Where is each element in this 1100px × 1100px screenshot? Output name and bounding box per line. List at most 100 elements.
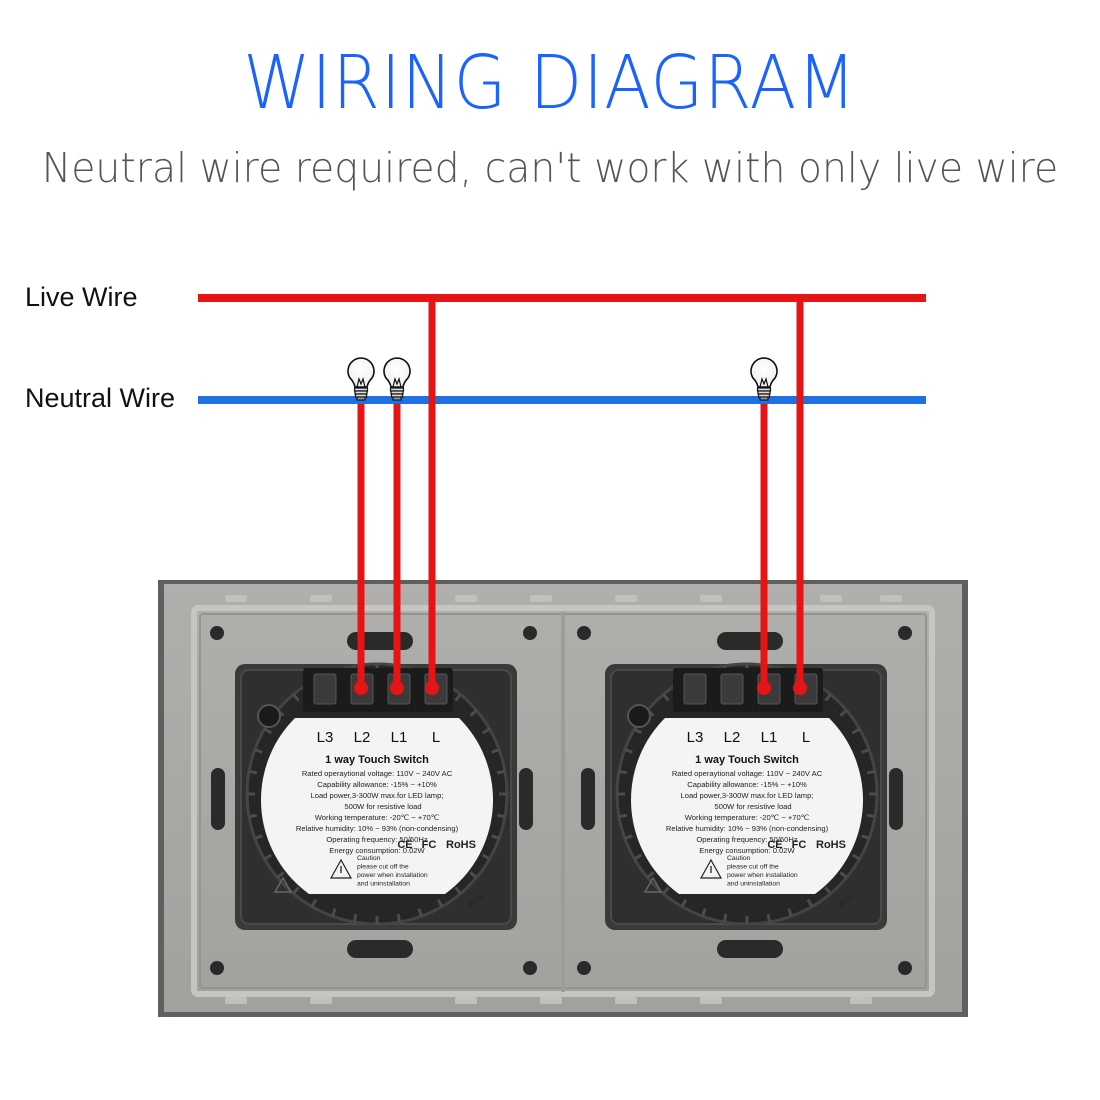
disc-tick <box>662 886 670 895</box>
spec-line: Rated operaytional voltage: 110V ~ 240V … <box>672 769 823 778</box>
disc-tick <box>263 853 273 861</box>
mounting-slot <box>211 768 225 830</box>
frame-notch <box>455 595 477 602</box>
disc-tick <box>851 853 861 861</box>
disc-tick <box>824 693 832 702</box>
disc-tick <box>469 871 478 879</box>
caution-line: and uninstallation <box>357 881 410 888</box>
diagram-title: WIRING DIAGRAM <box>243 40 857 126</box>
disc-tick <box>861 748 870 754</box>
disc-tick <box>766 913 772 923</box>
frame-notch <box>615 997 637 1004</box>
module-heading: 1 way Touch Switch <box>695 754 799 766</box>
frame-notches <box>225 595 902 1004</box>
wire-left-l-tip <box>425 681 439 695</box>
disc-screw <box>257 704 281 728</box>
spec-line: 500W for resistive load <box>344 802 421 811</box>
spec-line: Rated operaytional voltage: 110V ~ 240V … <box>302 769 453 778</box>
mounting-slot <box>581 768 595 830</box>
cert-mark-rohs: RoHS <box>816 839 846 851</box>
spec-line: Capability allowance: -15% ~ +10% <box>687 780 807 789</box>
mounting-slot <box>347 632 413 650</box>
mounting-hole <box>523 961 537 975</box>
disc-tick <box>454 886 462 895</box>
disc-tick <box>624 748 633 754</box>
frame-notch <box>455 997 477 1004</box>
disc-tick <box>680 898 688 908</box>
terminal-socket <box>683 673 707 705</box>
disc-tick <box>491 748 500 754</box>
disc-tick <box>662 693 670 702</box>
spec-line: Working temperature: -20℃ ~ +70℃ <box>315 813 440 822</box>
disc-tick <box>248 769 258 775</box>
frame-notch <box>225 595 247 602</box>
mounting-slot <box>519 768 533 830</box>
mounting-holes <box>210 626 912 975</box>
caution-line: and uninstallation <box>727 881 780 888</box>
light-bulb-icon <box>750 357 778 401</box>
caution-line: power when installation <box>727 872 798 879</box>
disc-tick <box>787 908 793 917</box>
disc-tick <box>436 898 444 908</box>
disc-tick <box>496 813 506 819</box>
disc-tick <box>866 769 876 775</box>
frame-notch <box>700 997 722 1004</box>
caution-line: Caution <box>727 855 751 862</box>
disc-tick <box>248 813 258 819</box>
mounting-hole <box>210 961 224 975</box>
disc-tick <box>824 886 832 895</box>
diagram-subtitle: Neutral wire required, can't work with o… <box>41 144 1059 192</box>
terminal-socket <box>313 673 337 705</box>
terminal-label-l: L <box>802 729 810 746</box>
disc-screw <box>627 704 651 728</box>
mounting-hole <box>898 961 912 975</box>
terminal-block <box>673 668 823 712</box>
disc-tick <box>276 871 285 879</box>
spec-line: Load power,3-300W max.for LED lamp; <box>311 791 444 800</box>
wire-right-l-tip <box>793 681 807 695</box>
cert-mark-ce: CE <box>397 839 412 851</box>
disc-tick <box>469 709 478 717</box>
frame-notch <box>310 997 332 1004</box>
live-wire-label: Live Wire <box>25 282 138 312</box>
wire-left-l2-tip <box>354 681 368 695</box>
frame-notch <box>530 595 552 602</box>
recycle-icon <box>273 876 293 893</box>
caution-line: Caution <box>357 855 381 862</box>
frame-notch <box>540 997 562 1004</box>
disc-tick <box>851 727 861 735</box>
cert-mark-ce: CE <box>767 839 782 851</box>
disc-tick <box>701 908 707 917</box>
disc-tick <box>481 853 491 861</box>
disc-tick <box>624 834 633 840</box>
cert-mark-fc: FC <box>422 839 437 851</box>
sticker-bg <box>261 718 493 894</box>
frame-notch <box>850 997 872 1004</box>
mounting-slot <box>717 940 783 958</box>
disc-tick <box>292 886 300 895</box>
module-label-sticker <box>261 718 493 894</box>
disc-tick <box>254 834 263 840</box>
disc-tick <box>254 748 263 754</box>
cert-mark-fc: FC <box>792 839 807 851</box>
spec-line: Energy consumption: 0.02W <box>699 846 795 855</box>
light-bulb-icon <box>383 357 411 401</box>
spec-line: Relative humidity: 10% ~ 93% (non-conden… <box>666 824 829 833</box>
disc-tick <box>481 727 491 735</box>
spec-line: Relative humidity: 10% ~ 93% (non-conden… <box>296 824 459 833</box>
terminal-label-l1: L1 <box>761 729 778 746</box>
module-heading: 1 way Touch Switch <box>325 754 429 766</box>
terminal-label-l: L <box>432 729 440 746</box>
mounting-hole <box>210 626 224 640</box>
terminal-block <box>303 668 453 712</box>
light-bulb-icon <box>347 357 375 401</box>
wire-left-l1-tip <box>390 681 404 695</box>
spec-line: Working temperature: -20℃ ~ +70℃ <box>685 813 810 822</box>
disc-tick <box>866 813 876 819</box>
spec-line: Operating frequency: 50/60Hz <box>326 835 428 844</box>
caution-line: power when installation <box>357 872 428 879</box>
disc-tick <box>292 693 300 702</box>
